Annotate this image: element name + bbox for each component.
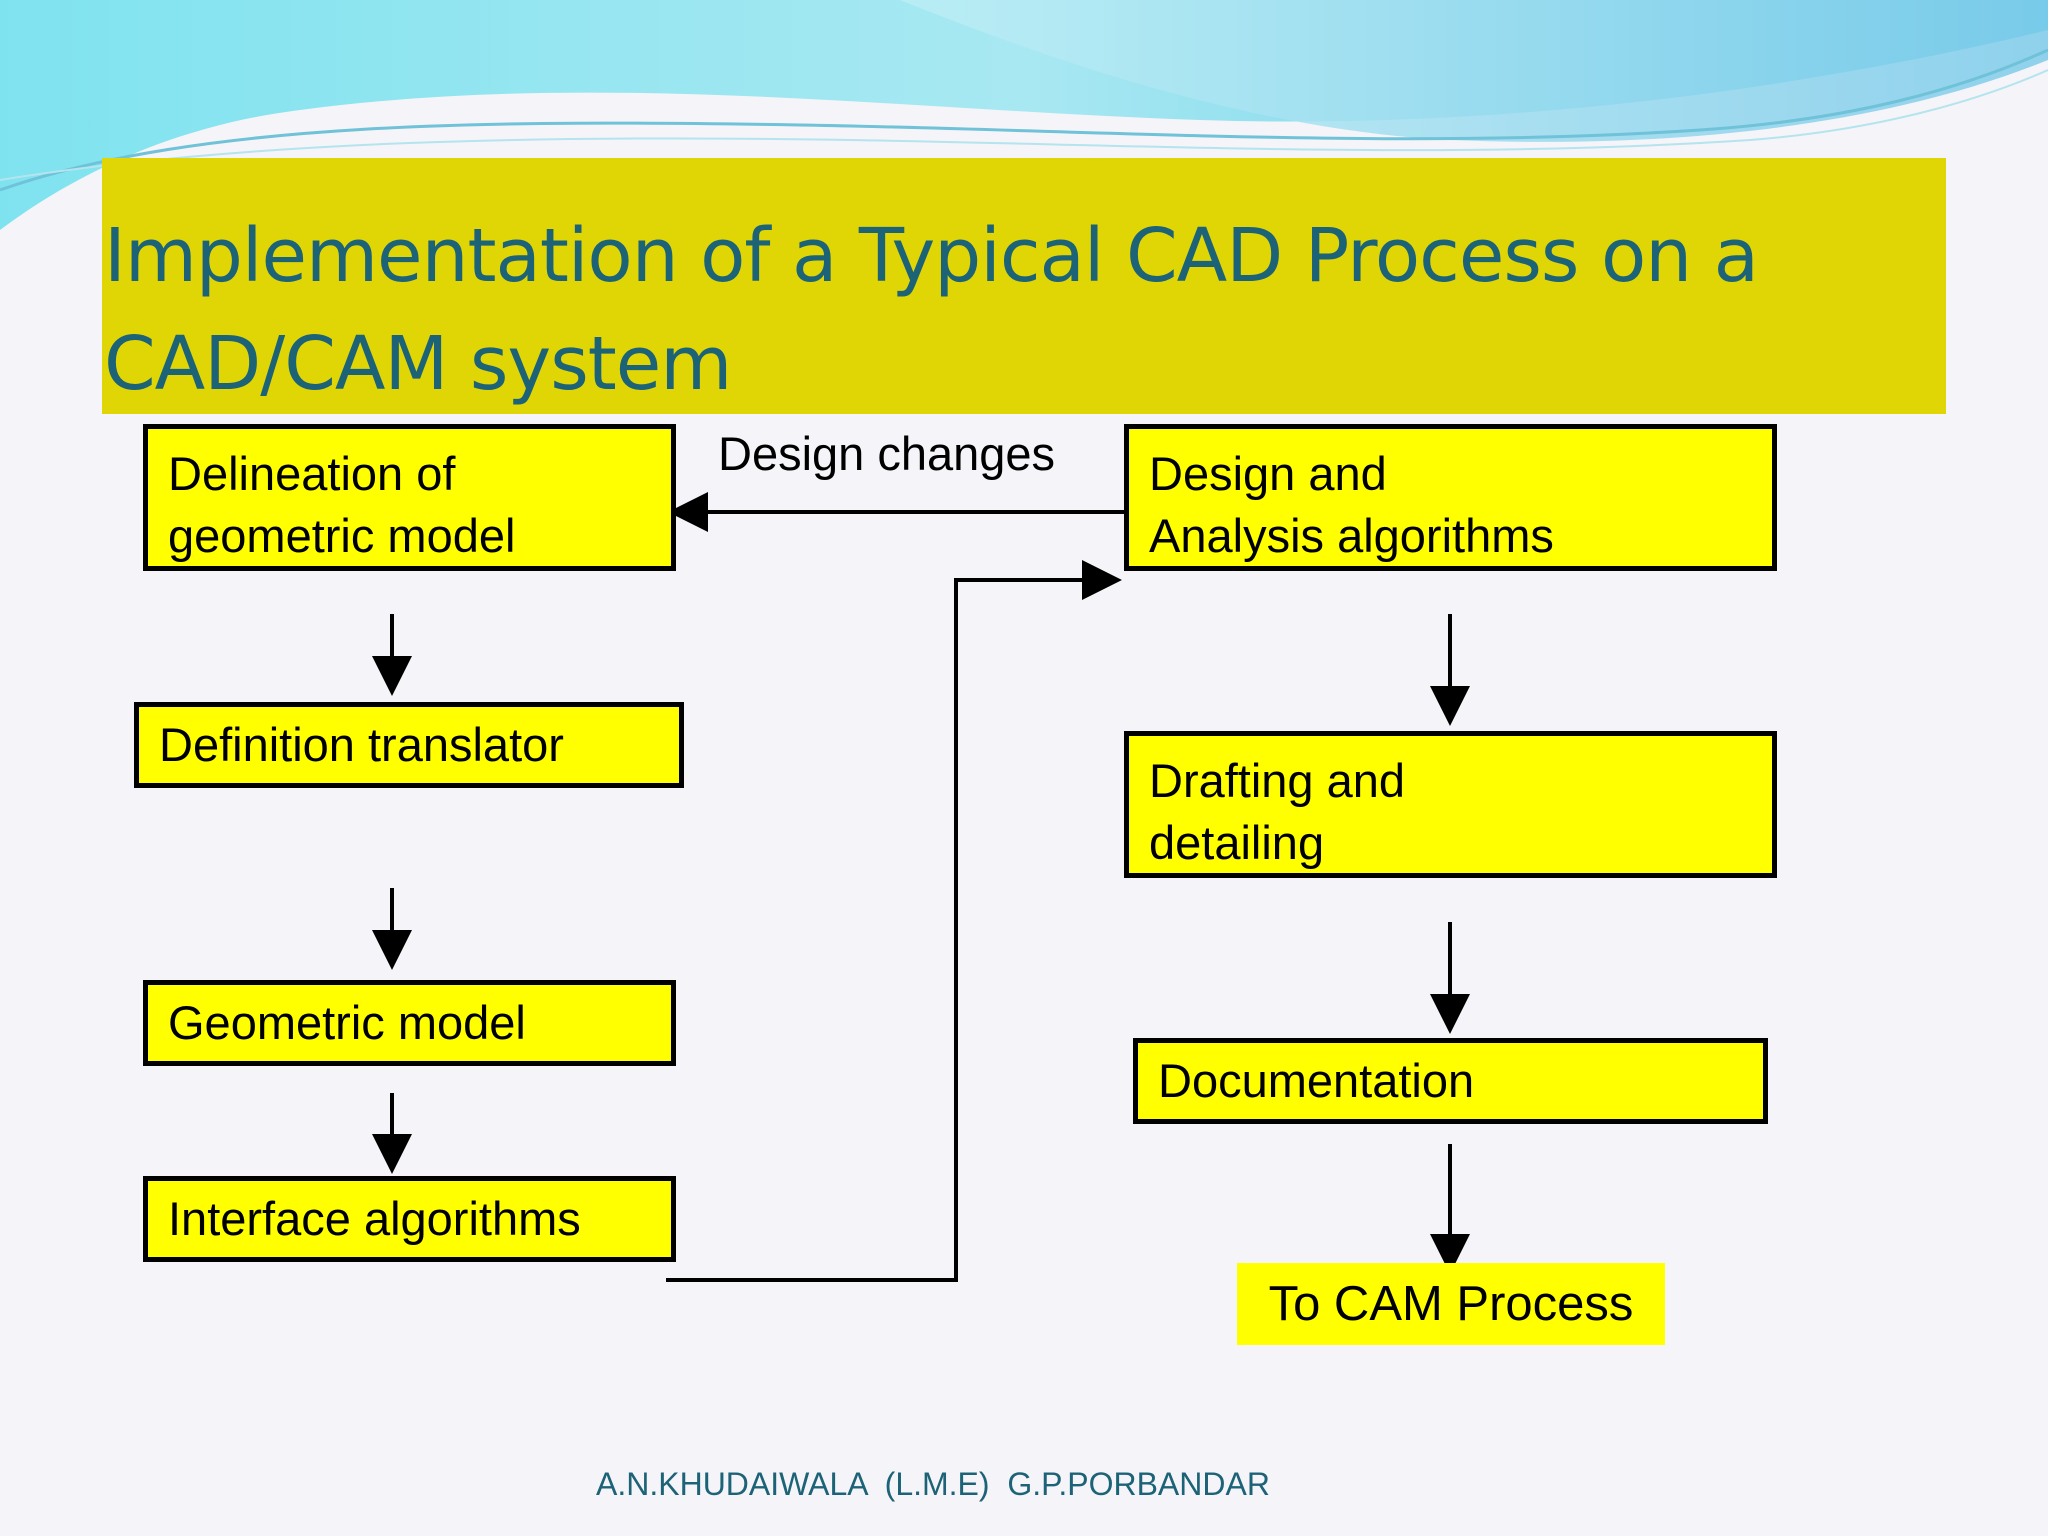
label-design-changes: Design changes (718, 427, 1056, 480)
box-delineation-geometric-model: Delineation of geometric model (143, 424, 676, 571)
box-design-analysis-algorithms: Design and Analysis algorithms (1124, 424, 1777, 571)
box-definition-translator: Definition translator (134, 702, 684, 788)
box-geometric-model: Geometric model (143, 980, 676, 1066)
title-band (102, 158, 1946, 414)
box-drafting-detailing: Drafting and detailing (1124, 731, 1777, 878)
box-interface-algorithms: Interface algorithms (143, 1176, 676, 1262)
header-wave-decoration (0, 0, 2048, 230)
arrow-interface-to-design-analysis (666, 560, 1122, 1282)
box-documentation: Documentation (1133, 1038, 1768, 1124)
footer-author: A.N.KHUDAIWALA (L.M.E) G.P.PORBANDAR (596, 1466, 1270, 1502)
label-to-cam-process: To CAM Process (1237, 1263, 1665, 1345)
slide-title: Implementation of a Typical CAD Process … (104, 213, 1759, 407)
